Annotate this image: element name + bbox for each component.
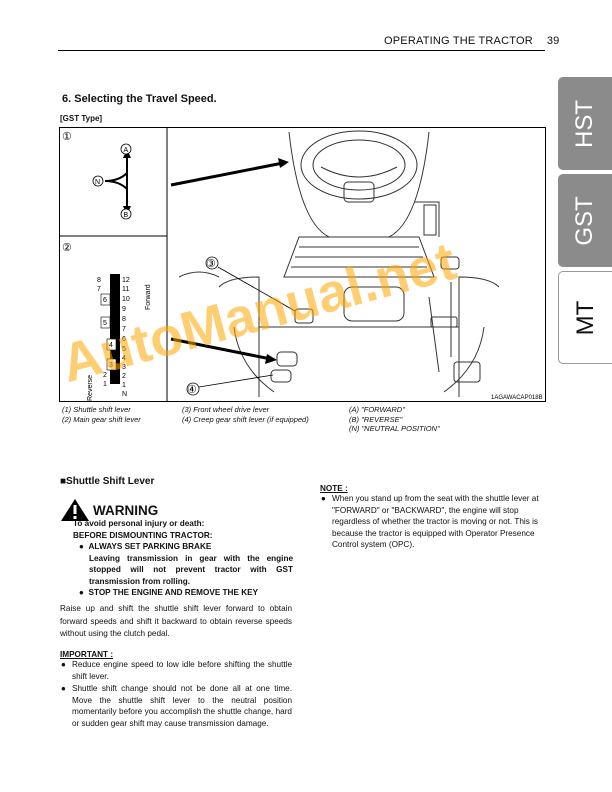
- callout-4: ④: [187, 384, 197, 396]
- figure-svg: ① A N B ② 8 7 6 5 4 3 2: [59, 127, 543, 402]
- note-body: ●When you stand up from the seat with th…: [320, 493, 554, 551]
- caption-col-2: (3) Front wheel drive lever (4) Creep ge…: [182, 405, 309, 424]
- warning-bullet: ● STOP THE ENGINE AND REMOVE THE KEY: [79, 588, 259, 597]
- important-item: ●Reduce engine speed to low idle before …: [61, 660, 292, 681]
- important-list: ●Reduce engine speed to low idle before …: [60, 659, 292, 730]
- page-header: OPERATING THE TRACTOR 39: [384, 35, 560, 47]
- gear-number: 10: [122, 296, 130, 303]
- note-heading: NOTE :: [320, 484, 348, 493]
- gear-number: 8: [122, 316, 126, 323]
- tractor-cockpit-illustration: [178, 130, 500, 397]
- warning-icon: [61, 499, 89, 521]
- diagram2-number: ②: [62, 242, 72, 254]
- header-title: OPERATING THE TRACTOR: [384, 35, 533, 47]
- note-item: ●When you stand up from the seat with th…: [321, 494, 539, 549]
- shift-label-forward: A: [124, 147, 129, 154]
- shift-pattern-diagram: A N B: [92, 143, 132, 220]
- warning-bullet: ● ALWAYS SET PARKING BRAKE: [79, 542, 212, 551]
- gear-number: 4: [122, 355, 126, 362]
- tab-mt[interactable]: MT: [558, 271, 612, 364]
- shift-label-neutral: N: [95, 179, 100, 186]
- caption-1: (1) Shuttle shift lever: [62, 405, 131, 414]
- caption-a: (A) "FORWARD": [349, 405, 405, 414]
- gear-number: 2: [122, 373, 126, 380]
- gear-number: 1: [122, 382, 126, 389]
- caption-b: (B) "REVERSE": [349, 414, 403, 424]
- figure-code: 1AGAWACAP018B: [491, 395, 543, 401]
- shuttle-heading: ■Shuttle Shift Lever: [60, 476, 155, 487]
- gate-number: 3: [109, 362, 113, 369]
- gate-number: 2: [103, 372, 107, 379]
- gear-number: 12: [122, 277, 130, 284]
- reverse-label: Reverse: [87, 375, 94, 401]
- gate-number: 8: [97, 277, 101, 284]
- gear-number: N: [122, 391, 127, 398]
- gate-number: 4: [109, 342, 113, 349]
- warning-line: Leaving transmission in gear with the en…: [89, 553, 293, 586]
- gear-number: 11: [122, 286, 129, 293]
- warning-body: To avoid personal injury or death: BEFOR…: [73, 518, 293, 599]
- section-title: 6. Selecting the Travel Speed.: [62, 93, 217, 105]
- caption-3: (3) Front wheel drive lever: [182, 405, 270, 414]
- gear-number: 6: [122, 336, 126, 343]
- gear-number: 3: [122, 364, 126, 371]
- important-item: ●Shuttle shift change should not be done…: [61, 684, 292, 728]
- callout-3: ③: [206, 258, 216, 270]
- page-number: 39: [546, 35, 560, 47]
- gate-number: 6: [103, 297, 107, 304]
- gear-gate-diagram: 8 7 6 5 4 3 2 1 12 11 10 9 8 7 6 5 4 3 2…: [87, 274, 152, 401]
- caption-2: (2) Main gear shift lever: [62, 414, 141, 424]
- gate-number: 7: [97, 286, 101, 293]
- gear-number: 5: [122, 346, 126, 353]
- shift-label-reverse: B: [124, 212, 129, 219]
- caption-n: (N) "NEUTRAL POSITION": [349, 424, 440, 433]
- warning-line: To avoid personal injury or death:: [73, 519, 205, 528]
- warning-line: BEFORE DISMOUNTING TRACTOR:: [73, 530, 213, 540]
- tractor-figure: ① A N B ② 8 7 6 5 4 3 2: [59, 127, 546, 402]
- gear-number: 9: [122, 306, 126, 313]
- section-subtitle: [GST Type]: [60, 114, 103, 123]
- caption-col-3: (A) "FORWARD" (B) "REVERSE" (N) "NEUTRAL…: [349, 405, 440, 434]
- important-heading: IMPORTANT :: [60, 650, 114, 659]
- pointer-arrows: [170, 158, 289, 364]
- tab-hst[interactable]: HST: [558, 77, 612, 170]
- warning-title: WARNING: [93, 503, 159, 518]
- header-rule: [58, 50, 545, 51]
- gate-number: 5: [103, 320, 107, 327]
- gate-number: 1: [103, 381, 107, 388]
- forward-label: Forward: [145, 284, 152, 310]
- side-tabs: HST GST MT: [558, 77, 612, 368]
- diagram1-number: ①: [62, 131, 72, 143]
- gear-number: 7: [122, 326, 126, 333]
- caption-4: (4) Creep gear shift lever (if equipped): [182, 414, 309, 424]
- shuttle-body-text: Raise up and shift the shuttle shift lev…: [60, 604, 292, 638]
- tab-gst[interactable]: GST: [558, 174, 612, 267]
- caption-col-1: (1) Shuttle shift lever (2) Main gear sh…: [62, 405, 141, 424]
